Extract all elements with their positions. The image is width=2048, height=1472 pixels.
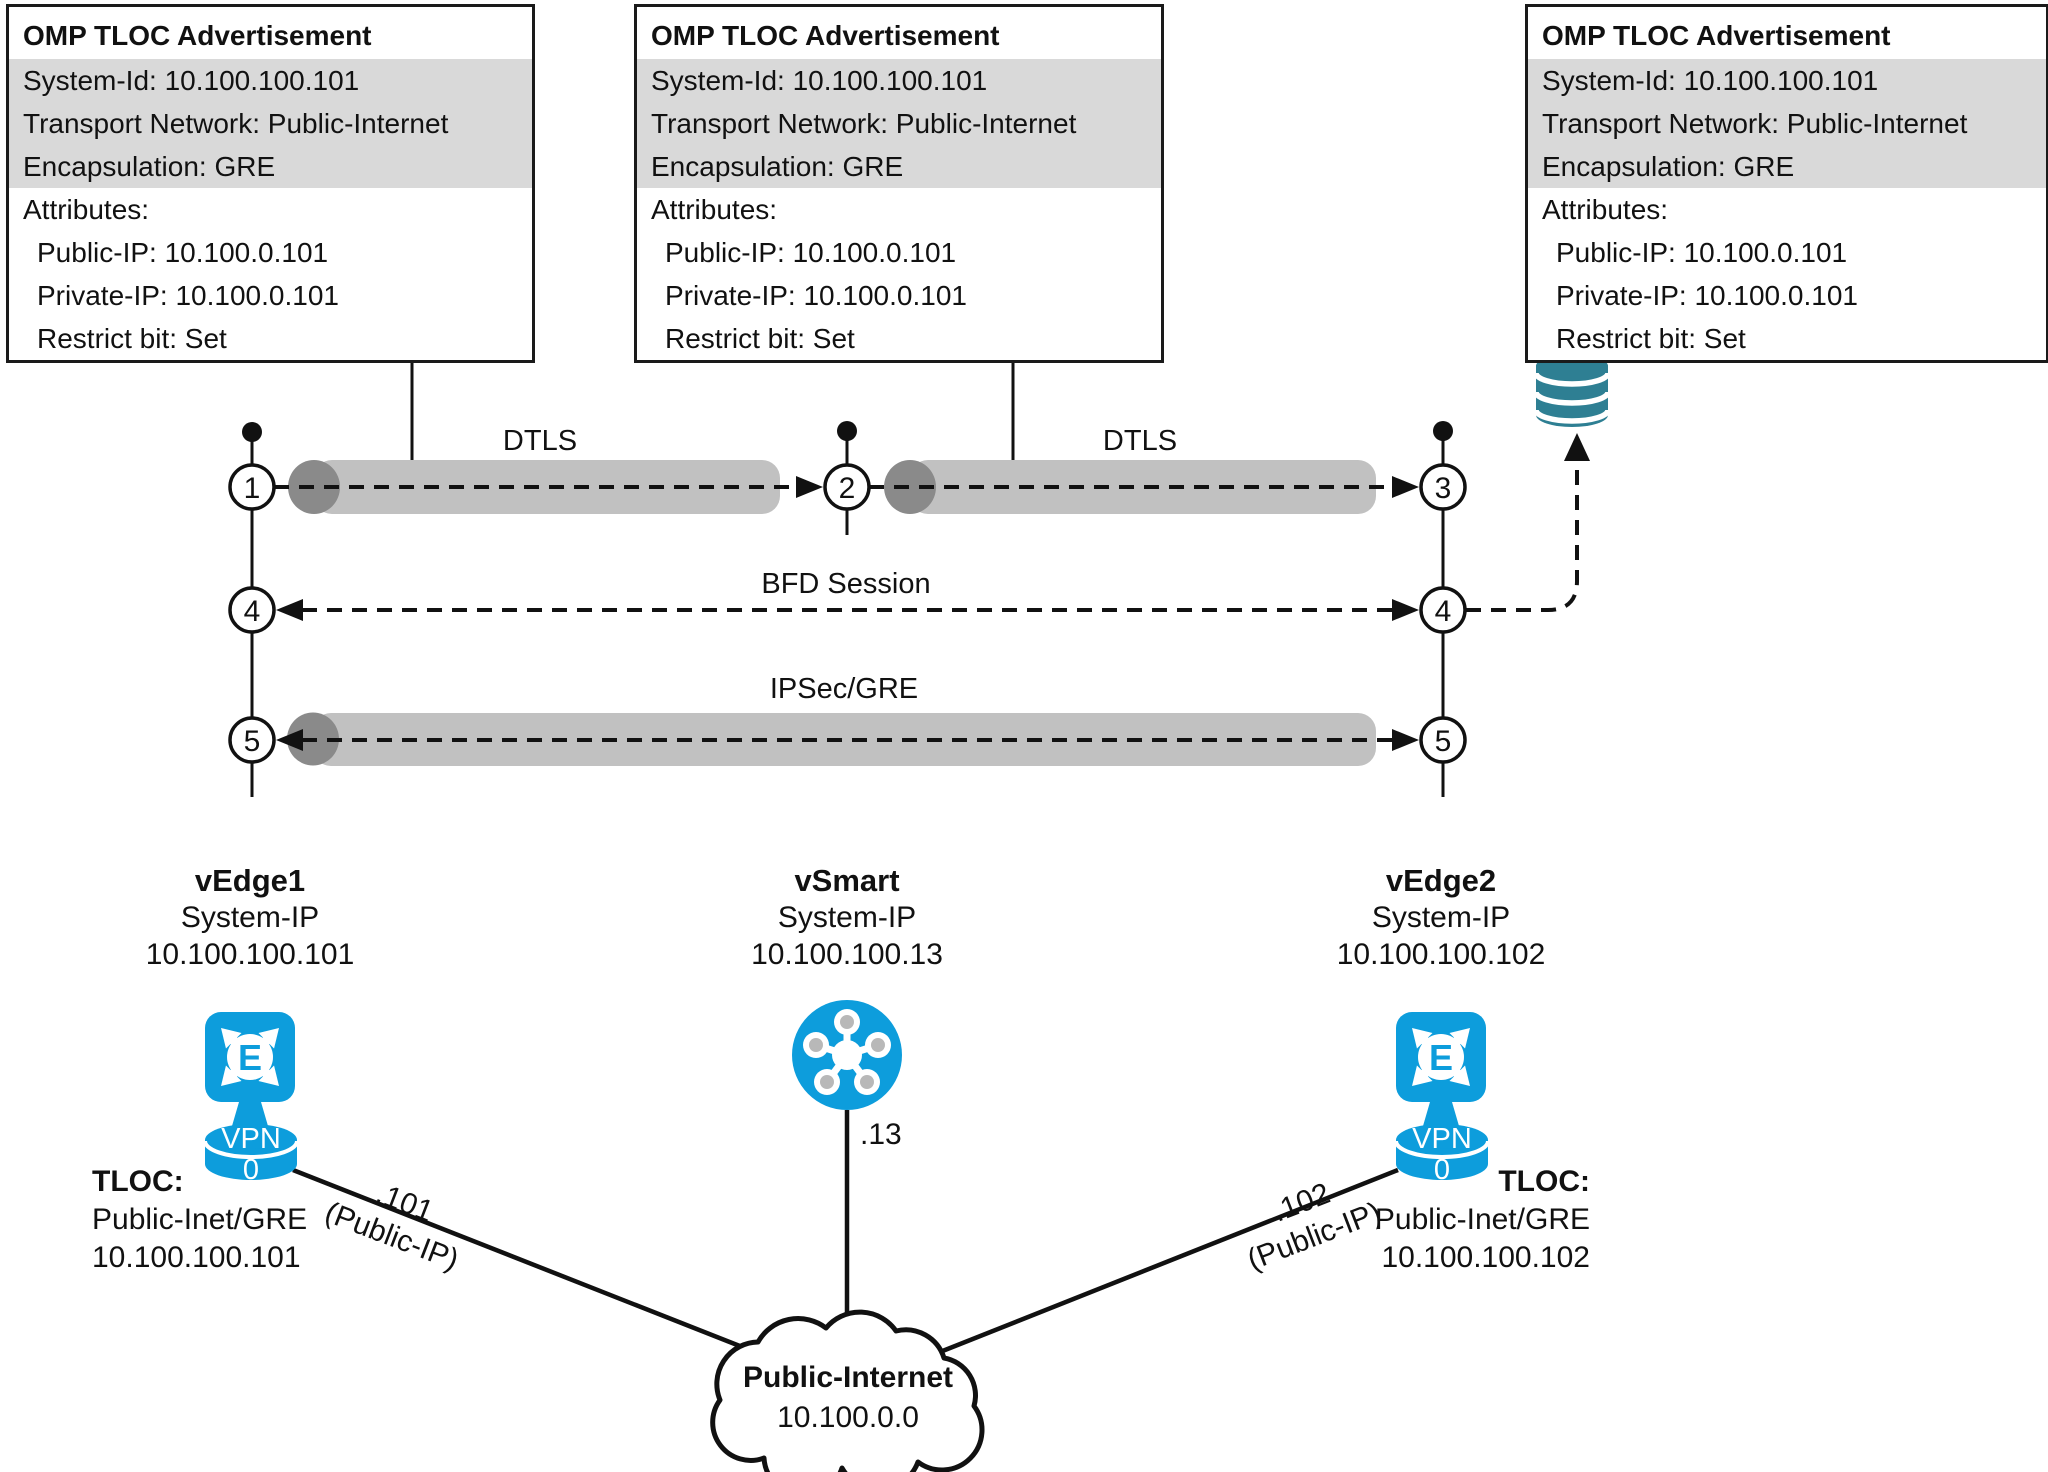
- timeline-vedge1: 1 4 5: [228, 422, 276, 797]
- tloc-transport: Public-Inet/GRE: [92, 1203, 308, 1236]
- tloc-title: TLOC:: [1498, 1165, 1590, 1198]
- vedge2-vpn-id: 0: [1434, 1154, 1450, 1186]
- ipsec-gre-arrow: [276, 729, 1419, 751]
- dtls-label-1: DTLS: [502, 425, 578, 457]
- link-line-vedge1-internet: [292, 1167, 756, 1355]
- vsmart-systemip-label: System-IP: [777, 901, 917, 934]
- vedge1-vpn0-cylinder: VPN 0: [203, 1123, 299, 1186]
- timeline-step-2: 2: [839, 472, 856, 505]
- bfd-session-arrow: [276, 599, 1419, 621]
- private-ip: Private-IP: 10.100.0.101: [1556, 280, 1858, 311]
- omp-box-title: OMP TLOC Advertisement: [1542, 20, 1891, 51]
- private-ip: Private-IP: 10.100.0.101: [665, 280, 967, 311]
- attributes-label: Attributes:: [1542, 194, 1669, 225]
- omp-box-tloc-key: System-Id: 10.100.100.101 Transport Netw…: [637, 59, 1161, 188]
- system-id: System-Id: 10.100.100.101: [23, 65, 360, 96]
- vedge2-vpn0-cylinder: VPN 0: [1394, 1123, 1490, 1186]
- vedge2-icon-letter: E: [1429, 1037, 1453, 1078]
- attributes-label: Attributes:: [23, 194, 150, 225]
- internet-cloud: [710, 1309, 985, 1472]
- vedge1-vpn-label: VPN: [221, 1123, 281, 1155]
- timeline-step-1: 1: [244, 472, 261, 505]
- restrict-bit: Restrict bit: Set: [37, 323, 227, 354]
- restrict-bit: Restrict bit: Set: [1556, 323, 1746, 354]
- omp-box-tloc-key: System-Id: 10.100.100.101 Transport Netw…: [1528, 59, 2046, 188]
- encapsulation: Encapsulation: GRE: [651, 151, 904, 182]
- omp-box-tloc-key: System-Id: 10.100.100.101 Transport Netw…: [9, 59, 532, 188]
- tloc-transport: Public-Inet/GRE: [1374, 1203, 1590, 1236]
- timeline-vsmart: 2: [823, 421, 871, 535]
- timeline-step-4-left: 4: [244, 595, 261, 628]
- vsmart-systemip: 10.100.100.13: [751, 938, 943, 971]
- public-ip: Public-IP: 10.100.0.101: [665, 237, 957, 268]
- timeline-step-3: 3: [1435, 472, 1452, 505]
- tloc-ip: 10.100.100.102: [1381, 1241, 1590, 1274]
- vedge1-systemip-label: System-IP: [180, 901, 320, 934]
- tloc-to-database-arrow: [1466, 433, 1590, 612]
- system-id: System-Id: 10.100.100.101: [1542, 65, 1879, 96]
- vedge1-label-block: vEdge1 System-IP 10.100.100.101: [60, 862, 440, 973]
- vedge2-label-block: vEdge2 System-IP 10.100.100.102: [1251, 862, 1631, 973]
- vedge1-systemip: 10.100.100.101: [145, 938, 355, 971]
- vsmart-name: vSmart: [794, 863, 900, 898]
- internet-cloud-label: Public-Internet 10.100.0.0: [698, 1358, 998, 1438]
- vedge2-name: vEdge2: [1385, 863, 1497, 898]
- public-ip: Public-IP: 10.100.0.101: [37, 237, 329, 268]
- vedge2-vpn-label: VPN: [1412, 1123, 1472, 1155]
- omp-tloc-box-1: OMP TLOC Advertisement System-Id: 10.100…: [6, 4, 535, 363]
- restrict-bit: Restrict bit: Set: [665, 323, 855, 354]
- cloud-network: 10.100.0.0: [777, 1401, 919, 1434]
- timeline-step-5-right: 5: [1435, 725, 1452, 758]
- vsmart-label-block: vSmart System-IP 10.100.100.13: [657, 862, 1037, 973]
- database-icon: [1533, 354, 1611, 427]
- tloc-title: TLOC:: [92, 1165, 184, 1198]
- vsmart-link-ip-label: .13: [860, 1118, 902, 1151]
- encapsulation: Encapsulation: GRE: [1542, 151, 1795, 182]
- encapsulation: Encapsulation: GRE: [23, 151, 276, 182]
- ipsec-gre-label: IPSec/GRE: [769, 673, 919, 705]
- attributes-label: Attributes:: [651, 194, 778, 225]
- omp-tloc-box-2: OMP TLOC Advertisement System-Id: 10.100…: [634, 4, 1164, 363]
- timeline-step-5-left: 5: [244, 725, 261, 758]
- dtls-arrow-1: [274, 476, 823, 498]
- vedge2-router-icon: E: [1396, 1012, 1486, 1126]
- vedge2-tloc-block: TLOC: Public-Inet/GRE 10.100.100.102: [1375, 1163, 1590, 1277]
- tloc-ip: 10.100.100.101: [92, 1241, 301, 1274]
- cloud-name: Public-Internet: [742, 1361, 953, 1394]
- vedge1-icon-letter: E: [238, 1037, 262, 1078]
- omp-box-title: OMP TLOC Advertisement: [23, 20, 372, 51]
- transport-network: Transport Network: Public-Internet: [23, 108, 449, 139]
- public-ip: Public-IP: 10.100.0.101: [1556, 237, 1848, 268]
- vedge1-router-icon: E: [205, 1012, 295, 1126]
- omp-box-title: OMP TLOC Advertisement: [651, 20, 1000, 51]
- timeline-step-4-right: 4: [1435, 595, 1452, 628]
- transport-network: Transport Network: Public-Internet: [651, 108, 1077, 139]
- vedge1-tloc-block: TLOC: Public-Inet/GRE 10.100.100.101: [92, 1163, 307, 1277]
- vedge1-name: vEdge1: [194, 863, 306, 898]
- vedge1-vpn-id: 0: [243, 1154, 259, 1186]
- link-line-vedge2-internet: [939, 1167, 1399, 1355]
- vsmart-controller-icon: [792, 1000, 902, 1110]
- transport-network: Transport Network: Public-Internet: [1542, 108, 1968, 139]
- vedge2-systemip: 10.100.100.102: [1336, 938, 1546, 971]
- dtls-label-2: DTLS: [1102, 425, 1178, 457]
- private-ip: Private-IP: 10.100.0.101: [37, 280, 339, 311]
- dtls-arrow-2: [869, 476, 1419, 498]
- system-id: System-Id: 10.100.100.101: [651, 65, 988, 96]
- dtls-tunnel-2: [884, 460, 1376, 514]
- timeline-vedge2: 3 4 5: [1419, 421, 1467, 797]
- omp-tloc-box-3: OMP TLOC Advertisement System-Id: 10.100…: [1525, 4, 2048, 363]
- bfd-session-label: BFD Session: [761, 568, 931, 600]
- vedge2-systemip-label: System-IP: [1371, 901, 1511, 934]
